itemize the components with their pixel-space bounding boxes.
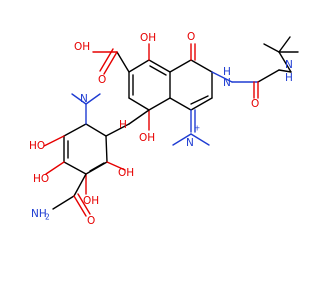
carboxamide-nh-label: NH — [31, 208, 47, 220]
amide-n-label: N — [223, 77, 231, 89]
phenol-oh-bottom-label: OH — [83, 195, 99, 207]
iminium-n-label: N — [186, 137, 194, 149]
amide-h-label: H — [223, 66, 231, 78]
carboxamide-sub-label: 2 — [45, 213, 50, 222]
chemical-structure: OH O OH O H N O N H N + OH H N HO OH HO … — [29, 31, 299, 227]
phenol-ho-left-label: HO — [29, 140, 45, 152]
atom-labels: OH O OH O H N O N H N + OH H N HO OH HO … — [29, 31, 293, 227]
dimethylamino-n-label: N — [80, 93, 88, 105]
carboxyl-oh-label: OH — [74, 41, 90, 53]
bond-lines — [43, 36, 299, 217]
tbutyl-h-label: H — [285, 72, 293, 84]
enol-oh-label: OH — [140, 32, 156, 44]
phenol-ho-bottom-label: HO — [33, 173, 49, 185]
carboxamide-o-label: O — [87, 215, 95, 227]
hydroxy-oh-label: OH — [139, 132, 155, 144]
iminium-charge-label: + — [194, 124, 200, 133]
glycyl-o-label: O — [251, 98, 259, 110]
tbutyl-n-label: N — [285, 59, 293, 71]
hydroxy-h-label: H — [119, 119, 127, 131]
ketone-o-label: O — [187, 31, 195, 43]
phenol-oh-right-label: OH — [118, 167, 134, 179]
carboxyl-o-label: O — [98, 74, 106, 86]
